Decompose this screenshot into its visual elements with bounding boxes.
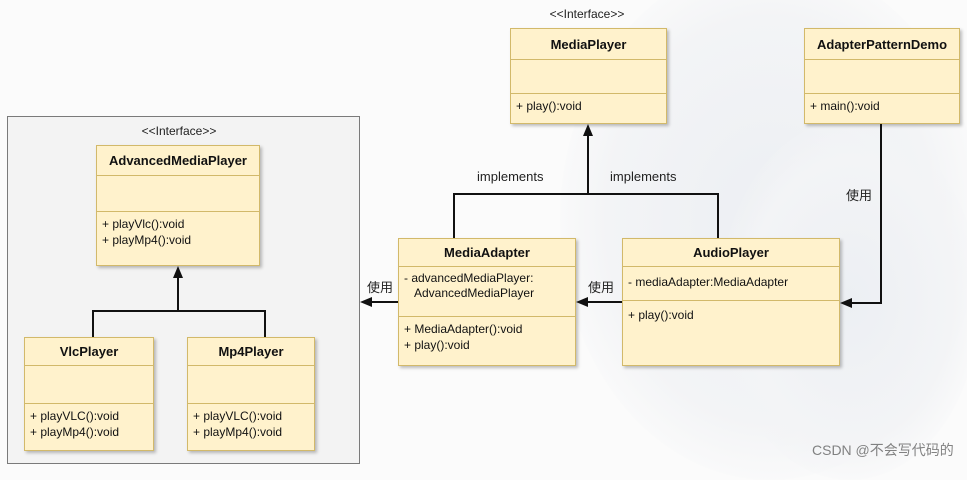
class-name-text: MediaPlayer: [550, 36, 627, 52]
media-interface-stereotype: <<Interface>>: [549, 7, 625, 21]
class-name-text: VlcPlayer: [59, 344, 119, 359]
adapter-pattern-demo-class[interactable]: AdapterPatternDemo + main():void: [804, 28, 960, 124]
class-methods: + playVlc():void + playMp4():void: [97, 212, 259, 252]
method-line: + main():void: [810, 99, 880, 113]
method-line: + playMp4():void: [193, 425, 283, 439]
vlc-player-class[interactable]: VlcPlayer + playVLC():void + playMp4():v…: [24, 337, 154, 451]
audio-player-class[interactable]: AudioPlayer - mediaAdapter:MediaAdapter …: [622, 238, 840, 366]
advanced-interface-stereotype: <<Interface>>: [141, 124, 217, 138]
class-methods: + playVLC():void + playMp4():void: [188, 404, 314, 444]
arrowhead-group: [360, 297, 372, 307]
class-fields: [97, 176, 259, 212]
class-methods: + play():void: [623, 301, 839, 327]
implements-edge-vlc: [92, 276, 179, 337]
method-line: + MediaAdapter():void: [404, 322, 523, 336]
arrowhead-advanced: [173, 266, 183, 278]
connectors: [92, 124, 882, 337]
class-fields: [25, 366, 153, 404]
use-edge-demo-audio: [850, 124, 882, 304]
field-line: - mediaAdapter:MediaAdapter: [628, 275, 789, 289]
field-line: AdvancedMediaPlayer: [414, 286, 535, 300]
class-methods: + play():void: [511, 94, 666, 118]
class-fields: [188, 366, 314, 404]
arrowhead-media-player: [583, 124, 593, 136]
media-player-class[interactable]: MediaPlayer + play():void: [510, 28, 667, 124]
class-name-text: Mp4Player: [218, 344, 284, 359]
watermark-text: CSDN @不会写代码的: [812, 442, 954, 458]
class-methods: + playVLC():void + playMp4():void: [25, 404, 153, 444]
class-name-text: MediaAdapter: [444, 245, 530, 260]
implements-edge-mp4: [178, 310, 266, 337]
method-line: + playMp4():void: [102, 233, 192, 247]
implements-edge-audio: [588, 193, 719, 238]
method-line: + playVLC():void: [193, 409, 283, 423]
class-name: Mp4Player: [188, 338, 314, 366]
method-line: + play():void: [404, 338, 470, 352]
arrowhead-media-adapter: [576, 297, 588, 307]
arrowhead-audio-player: [840, 298, 852, 308]
use-label-audio-adapter: 使用: [588, 280, 615, 295]
advanced-media-player-class[interactable]: AdvancedMediaPlayer + playVlc():void + p…: [96, 145, 260, 266]
class-name: MediaAdapter: [399, 239, 575, 267]
class-fields: - advancedMediaPlayer: AdvancedMediaPlay…: [399, 267, 575, 317]
class-fields: [511, 60, 666, 94]
class-name: VlcPlayer: [25, 338, 153, 366]
method-line: + play():void: [628, 308, 694, 322]
method-line: + playVLC():void: [30, 409, 120, 423]
class-fields: - mediaAdapter:MediaAdapter: [623, 267, 839, 301]
field-line: - advancedMediaPlayer:: [404, 271, 534, 285]
class-name: AdapterPatternDemo: [805, 29, 959, 60]
class-name-text: AdvancedMediaPlayer: [108, 153, 247, 168]
implements-label-left: implements: [477, 169, 544, 184]
implements-edge-adapter: [453, 134, 589, 238]
class-name: MediaPlayer: [511, 29, 666, 60]
class-methods: + MediaAdapter():void + play():void: [399, 317, 575, 357]
class-name: AdvancedMediaPlayer: [97, 146, 259, 176]
class-methods: + main():void: [805, 94, 959, 118]
method-line: + playVlc():void: [102, 217, 185, 231]
method-line: + playMp4():void: [30, 425, 120, 439]
class-name-text: AudioPlayer: [693, 245, 769, 260]
implements-label-right: implements: [610, 169, 677, 184]
class-name-text: AdapterPatternDemo: [816, 36, 948, 52]
class-fields: [805, 60, 959, 94]
use-label-demo-audio: 使用: [846, 188, 873, 203]
class-name: AudioPlayer: [623, 239, 839, 267]
mp4-player-class[interactable]: Mp4Player + playVLC():void + playMp4():v…: [187, 337, 315, 451]
method-line: + play():void: [516, 99, 582, 113]
media-adapter-class[interactable]: MediaAdapter - advancedMediaPlayer: Adva…: [398, 238, 576, 366]
use-label-adapter-advanced: 使用: [367, 280, 394, 295]
